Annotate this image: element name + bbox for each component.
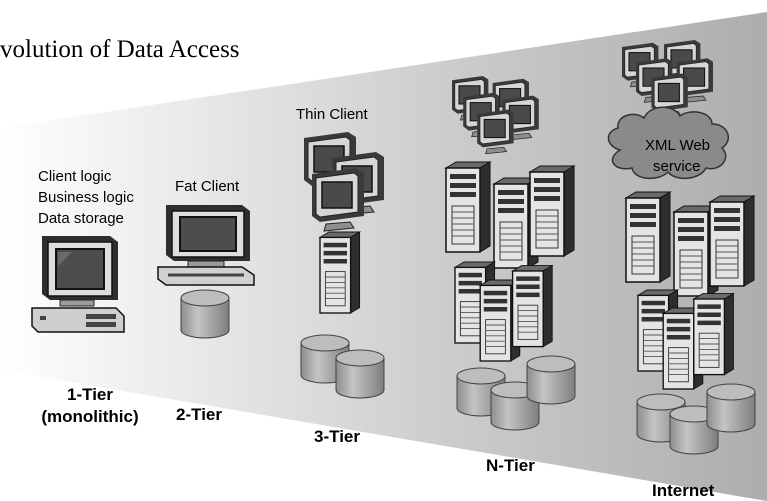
xml-web-service-label-line1: XML Web bbox=[645, 137, 711, 154]
server-tower-icon bbox=[529, 165, 575, 257]
monolithic-layer-business-logic: Business logic bbox=[38, 189, 134, 206]
database-cylinder-icon bbox=[180, 289, 230, 339]
monolithic-layer-client-logic: Client logic bbox=[38, 168, 112, 185]
desktop-computer-icon bbox=[31, 235, 125, 333]
server-tower-icon bbox=[445, 161, 491, 253]
database-cylinder-icon bbox=[706, 383, 756, 433]
tier-label-2-tier: 2-Tier bbox=[176, 405, 222, 424]
cloud-icon bbox=[607, 106, 730, 180]
crt-monitor-icon bbox=[156, 203, 256, 287]
server-tower-icon bbox=[625, 191, 671, 283]
monolithic-layer-data-storage: Data storage bbox=[38, 210, 124, 227]
tier-label-3-tier: 3-Tier bbox=[314, 427, 360, 446]
database-cylinder-icon bbox=[335, 349, 385, 399]
xml-web-service-label-line2: service bbox=[653, 158, 701, 175]
server-tower-icon bbox=[709, 195, 755, 287]
tier-label-monolithic: (monolithic) bbox=[41, 407, 139, 426]
fat-client-label: Fat Client bbox=[175, 178, 240, 195]
thin-client-label: Thin Client bbox=[296, 106, 368, 123]
server-tower-icon bbox=[319, 231, 361, 314]
tier-label-n-tier: N-Tier bbox=[486, 456, 535, 475]
diagram-title: volution of Data Access bbox=[0, 36, 240, 63]
server-tower-icon bbox=[693, 292, 735, 376]
tier-label-internet: Internet bbox=[652, 481, 715, 500]
database-cylinder-icon bbox=[526, 355, 576, 405]
tier-label-1-tier: 1-Tier bbox=[67, 385, 113, 404]
server-tower-icon bbox=[511, 264, 553, 348]
